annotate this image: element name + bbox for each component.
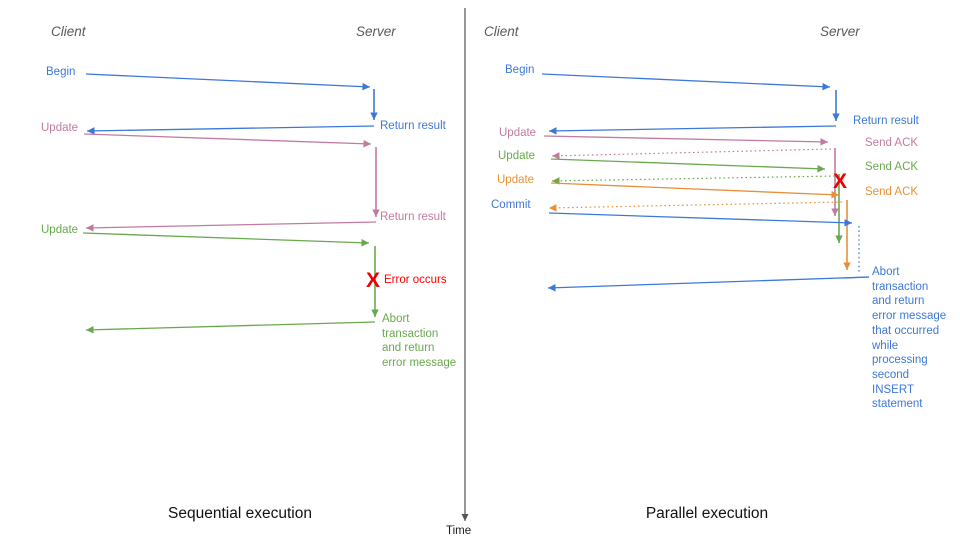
right-update2-ack-label: Send ACK — [865, 161, 919, 173]
left-update1-label: Update — [41, 122, 79, 134]
right-abort-return-arrow — [547, 276, 870, 292]
right-diagram-title: Parallel execution — [645, 505, 769, 522]
right-begin-return-label: Return result — [853, 115, 919, 127]
right-server-header: Server — [820, 24, 860, 39]
right-update1-ack-arrow — [551, 148, 832, 160]
right-update2-request-arrow — [550, 158, 826, 173]
right-error-x-icon: X — [833, 170, 848, 193]
left-update2-label: Update — [41, 224, 79, 236]
left-server-header: Server — [356, 24, 396, 39]
left-update2-exchange — [82, 232, 379, 334]
right-commit-request-arrow — [548, 212, 853, 227]
left-begin-return-arrow — [86, 125, 375, 135]
left-begin-label: Begin — [46, 66, 76, 78]
right-begin-return-arrow — [548, 125, 837, 135]
right-update3-label: Update — [497, 174, 535, 186]
left-error-x-icon: X — [366, 269, 381, 292]
right-abort-message: Abort transaction and return error messa… — [872, 266, 947, 411]
right-update2-ack-arrow — [551, 175, 836, 185]
right-update3-exchange — [548, 182, 851, 270]
right-commit-label: Commit — [491, 199, 531, 211]
right-update3-ack-label: Send ACK — [865, 186, 919, 198]
left-client-header: Client — [51, 24, 86, 39]
left-diagram-title: Sequential execution — [168, 505, 312, 522]
left-abort-message: Abort transaction and return error messa… — [382, 313, 457, 370]
time-axis-label: Time — [446, 525, 472, 537]
left-error-label: Error occurs — [384, 274, 447, 286]
left-update1-return-arrow — [85, 221, 377, 232]
left-abort-return-arrow — [85, 321, 376, 334]
left-update1-exchange — [83, 133, 380, 232]
right-commit-exchange — [547, 212, 870, 292]
right-update3-ack-arrow — [548, 201, 843, 212]
right-update1-ack-label: Send ACK — [865, 137, 919, 149]
right-update1-exchange — [543, 135, 839, 216]
right-update2-label: Update — [498, 150, 536, 162]
right-client-header: Client — [484, 24, 519, 39]
right-begin-label: Begin — [505, 64, 535, 76]
right-begin-request-arrow — [541, 73, 831, 91]
left-begin-request-arrow — [85, 73, 371, 91]
left-begin-return-label: Return result — [380, 120, 446, 132]
right-update2-exchange — [550, 158, 843, 243]
right-update1-request-arrow — [543, 135, 829, 146]
left-update1-request-arrow — [83, 133, 372, 148]
right-update3-request-arrow — [550, 182, 840, 199]
right-update1-label: Update — [499, 127, 537, 139]
right-begin-exchange — [541, 73, 840, 135]
left-update2-request-arrow — [82, 232, 370, 247]
left-update1-return-label: Return result — [380, 211, 446, 223]
left-begin-exchange — [85, 73, 378, 135]
